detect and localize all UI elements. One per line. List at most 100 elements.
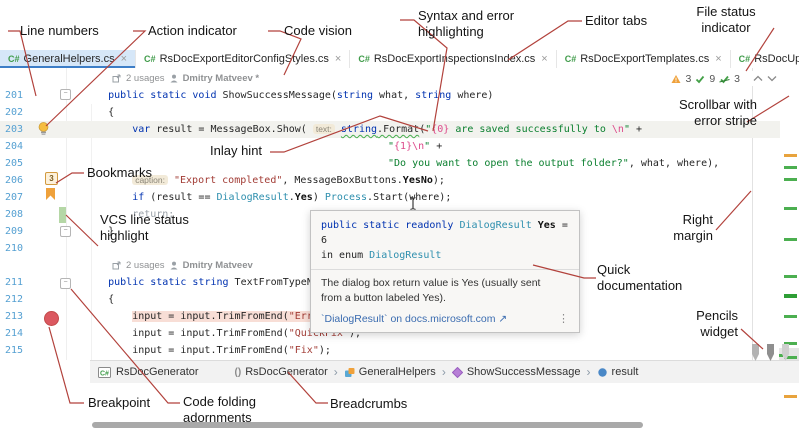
breadcrumb-item[interactable]: ()RsDocGenerator — [234, 366, 328, 378]
namespace-icon: () — [234, 366, 242, 378]
csharp-file-icon: C# — [358, 54, 370, 64]
breadcrumb-separator: › — [333, 365, 338, 379]
muted-check-icon — [719, 75, 730, 83]
fold-marker-icon[interactable]: − — [60, 89, 71, 100]
line-number: 209 — [5, 226, 24, 237]
code-vision-row: 2 usages Dmitry Matveev * — [0, 70, 780, 87]
breadcrumb-item[interactable]: ShowSuccessMessage — [451, 366, 581, 378]
line-number: 213 — [5, 311, 24, 322]
line-number: 212 — [5, 294, 24, 305]
line-number: 210 — [5, 243, 24, 254]
method-icon — [451, 366, 463, 378]
class-icon — [344, 367, 355, 377]
code-vision-author: Dmitry Matveev — [182, 260, 253, 271]
warning-count: 3 — [685, 72, 692, 85]
error-stripe-mark[interactable] — [784, 342, 797, 345]
quick-doc-signature: public static readonly DialogResult Yes … — [311, 211, 579, 270]
usages-icon — [112, 74, 121, 83]
csharp-file-icon: C# — [564, 54, 577, 64]
horizontal-scrollbar[interactable] — [92, 422, 643, 428]
author-icon — [170, 261, 178, 270]
annotation-editor-tabs: Editor tabs — [585, 13, 648, 28]
editor-tabs: C# GeneralHelpers.cs × C# RsDocExportEditorC… — [0, 50, 799, 69]
error-stripe-mark[interactable] — [784, 178, 797, 181]
error-stripe-mark[interactable] — [784, 315, 797, 318]
annotation-breakpoint: Breakpoint — [88, 395, 151, 410]
tab-label: RsDocExportInspectionsIndex.cs — [373, 53, 536, 65]
code-vision-usages[interactable]: 2 usages — [126, 260, 165, 271]
annotation-breadcrumbs: Breadcrumbs — [330, 396, 408, 411]
breakpoint-icon[interactable] — [44, 311, 59, 326]
line-number: 208 — [5, 209, 24, 220]
field-icon — [597, 367, 607, 377]
error-stripe-mark[interactable] — [784, 395, 797, 398]
prev-problem-chevron-icon[interactable] — [753, 75, 763, 82]
vcs-line-status-highlight[interactable] — [59, 207, 66, 223]
breadcrumb-project-label: RsDocGenerator — [116, 366, 199, 378]
quick-doc-body: The dialog box return value is Yes (usua… — [321, 277, 541, 304]
tab-close-icon[interactable]: × — [120, 53, 128, 65]
line-number: 204 — [5, 141, 24, 152]
bookmark-flag-icon[interactable] — [46, 188, 55, 200]
error-stripe-scrollbar[interactable] — [779, 136, 799, 428]
code-line: 207 if (result == DialogResult.Yes) Proc… — [0, 189, 780, 206]
breadcrumb-item[interactable]: result — [597, 366, 638, 378]
breadcrumb-items: ()RsDocGenerator › GeneralHelpers › ShowSucc… — [235, 365, 639, 379]
action-indicator-lightbulb-icon[interactable] — [37, 122, 50, 136]
tab-label: RsDocUpdateAll.cs — [754, 53, 799, 65]
line-number: 202 — [5, 107, 24, 118]
line-number: 207 — [5, 192, 24, 203]
docs-link[interactable]: `DialogResult` on docs.microsoft.com ↗ — [321, 312, 508, 325]
pencils-widget[interactable] — [750, 340, 798, 364]
inlay-hint: text: — [312, 124, 335, 134]
code-line: 205"Do you want to open the output folde… — [0, 155, 780, 172]
author-icon — [170, 74, 178, 83]
code-line: 211 public static string TextFromTypeNam… — [0, 274, 780, 291]
line-number: 205 — [5, 158, 24, 169]
tab-close-icon[interactable]: × — [715, 53, 722, 65]
warning-icon — [671, 74, 681, 83]
editor-tab[interactable]: C#RsDocExportEditorConfigStyles.cs× — [136, 50, 351, 68]
breadcrumb-item[interactable]: GeneralHelpers — [344, 366, 436, 378]
code-line: 204"{1}\n" + — [0, 138, 780, 155]
tab-label: RsDocExportEditorConfigStyles.cs — [159, 53, 329, 65]
code-line: 201 public static void ShowSuccessMessag… — [0, 87, 780, 104]
code-vision-row: 2 usages Dmitry Matveev — [0, 257, 780, 274]
code-vision-usages[interactable]: 2 usages — [126, 73, 165, 84]
error-stripe-mark[interactable] — [784, 238, 797, 241]
line-number: 206 — [5, 175, 24, 186]
gutter-divider — [66, 68, 67, 360]
tab-label: RsDocExportTemplates.cs — [580, 53, 710, 65]
breadcrumb-separator: › — [441, 365, 446, 379]
next-problem-chevron-icon[interactable] — [767, 75, 777, 82]
code-vision-author: Dmitry Matveev * — [182, 73, 260, 84]
error-stripe-mark[interactable] — [784, 154, 797, 157]
csharp-project-icon: C# — [98, 366, 111, 378]
numbered-bookmark-icon[interactable]: 3 — [45, 172, 58, 185]
line-number: 211 — [5, 277, 24, 288]
tab-close-icon[interactable]: × — [541, 53, 548, 65]
line-number: 214 — [5, 328, 24, 339]
editor-tab[interactable]: C#RsDocUpdateAll.cs× — [731, 50, 799, 68]
error-stripe-mark[interactable] — [784, 294, 797, 298]
inspections-widget[interactable]: 3 9 3 — [668, 71, 780, 86]
tab-label: GeneralHelpers.cs — [23, 53, 115, 65]
error-stripe-mark[interactable] — [784, 275, 797, 278]
editor-tab[interactable]: C#GeneralHelpers.cs× — [0, 50, 137, 69]
error-stripe-mark[interactable] — [779, 354, 783, 357]
quick-doc-menu-icon[interactable]: ⋮ — [558, 313, 569, 325]
error-stripe-mark[interactable] — [784, 166, 797, 169]
right-margin-line — [752, 68, 753, 360]
code-line: 210 — [0, 240, 780, 257]
error-stripe-mark[interactable] — [784, 207, 797, 210]
usages-icon — [112, 261, 121, 270]
fold-marker-icon[interactable]: − — [60, 226, 71, 237]
line-number: 203 — [5, 124, 24, 135]
editor-tab[interactable]: C#RsDocExportInspectionsIndex.cs × — [350, 50, 557, 68]
breadcrumb-project-chip[interactable]: C# RsDocGenerator — [90, 361, 207, 383]
fold-marker-icon[interactable]: − — [60, 278, 71, 289]
error-stripe-mark[interactable] — [784, 356, 797, 359]
editor-tab[interactable]: C#RsDocExportTemplates.cs × — [557, 50, 731, 68]
tab-close-icon[interactable]: × — [334, 53, 342, 65]
